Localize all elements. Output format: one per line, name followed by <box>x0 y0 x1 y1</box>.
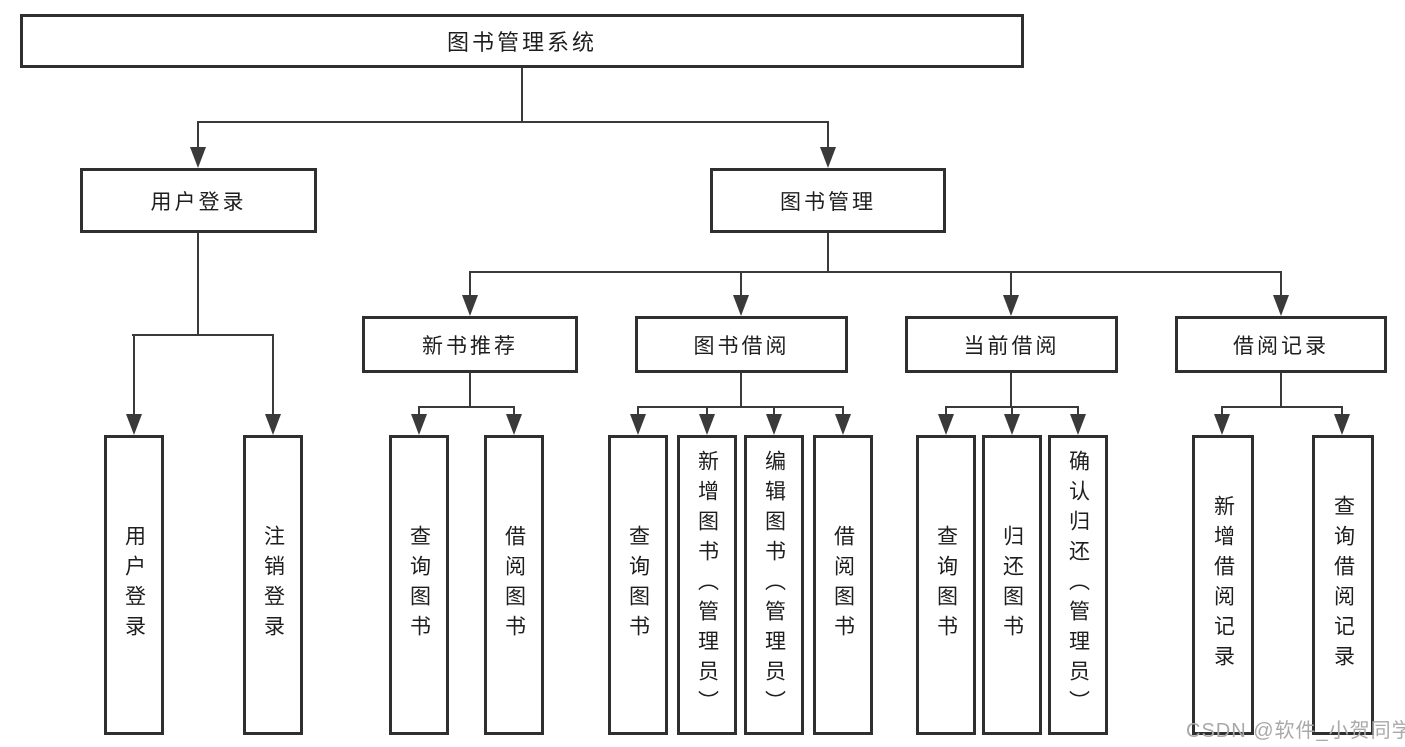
connector-line <box>1010 271 1012 297</box>
node-library-management-system: 图书管理系统 <box>20 14 1024 68</box>
arrow-down-icon <box>835 414 851 435</box>
arrow-down-icon <box>190 147 206 168</box>
arrow-down-icon <box>1004 414 1020 435</box>
connector-line <box>945 406 947 416</box>
connector-line <box>637 406 843 408</box>
connector-line <box>1221 406 1223 416</box>
connector-line <box>521 68 523 121</box>
leaf-records-add-record: 新增借阅记录 <box>1192 435 1254 735</box>
connector-line <box>133 334 135 416</box>
connector-line <box>1221 406 1342 408</box>
connector-line <box>1280 373 1282 408</box>
connector-line <box>469 271 1282 273</box>
leaf-newrec-query-books: 查询图书 <box>389 435 449 735</box>
connector-line <box>418 406 420 416</box>
connector-line <box>469 271 471 297</box>
node-user-login: 用户登录 <box>80 168 317 233</box>
connector-line <box>637 406 639 416</box>
connector-line <box>1010 373 1012 408</box>
connector-line <box>1077 406 1079 416</box>
arrow-down-icon <box>1273 295 1289 316</box>
connector-line <box>1341 406 1343 416</box>
leaf-borrow-query-books: 查询图书 <box>608 435 668 735</box>
node-book-management: 图书管理 <box>710 168 946 233</box>
arrow-down-icon <box>1334 414 1350 435</box>
arrow-down-icon <box>820 147 836 168</box>
node-current-borrowing: 当前借阅 <box>905 316 1118 373</box>
leaf-records-query-record: 查询借阅记录 <box>1312 435 1374 735</box>
leaf-current-confirm-return-admin: 确认归还（管理员） <box>1048 435 1108 735</box>
node-borrowing-records: 借阅记录 <box>1175 316 1387 373</box>
arrow-down-icon <box>506 414 522 435</box>
arrow-down-icon <box>766 414 782 435</box>
leaf-borrow-add-books-admin: 新增图书（管理员） <box>677 435 737 735</box>
leaf-newrec-borrow-books: 借阅图书 <box>484 435 544 735</box>
connector-line <box>740 271 742 297</box>
node-new-book-recommend: 新书推荐 <box>362 316 578 373</box>
arrow-down-icon <box>411 414 427 435</box>
connector-line <box>197 121 829 123</box>
connector-line <box>513 406 515 416</box>
arrow-down-icon <box>265 414 281 435</box>
arrow-down-icon <box>630 414 646 435</box>
connector-line <box>827 233 829 273</box>
leaf-logout-login: 注销登录 <box>243 435 303 735</box>
connector-line <box>418 406 515 408</box>
connector-line <box>1280 271 1282 297</box>
arrow-down-icon <box>938 414 954 435</box>
leaf-user-login: 用户登录 <box>104 435 164 735</box>
arrow-down-icon <box>699 414 715 435</box>
connector-line <box>197 233 199 334</box>
connector-line <box>469 373 471 408</box>
arrow-down-icon <box>1070 414 1086 435</box>
connector-line <box>1011 406 1013 416</box>
connector-line <box>197 121 199 149</box>
connector-line <box>272 334 274 416</box>
leaf-current-query-books: 查询图书 <box>916 435 976 735</box>
leaf-borrow-borrow-books: 借阅图书 <box>813 435 873 735</box>
connector-line <box>740 373 742 408</box>
arrow-down-icon <box>126 414 142 435</box>
connector-line <box>706 406 708 416</box>
connector-line <box>773 406 775 416</box>
connector-line <box>842 406 844 416</box>
connector-line <box>827 121 829 149</box>
node-book-borrowing: 图书借阅 <box>635 316 848 373</box>
connector-line <box>132 334 274 336</box>
arrow-down-icon <box>462 295 478 316</box>
arrow-down-icon <box>733 295 749 316</box>
arrow-down-icon <box>1003 295 1019 316</box>
arrow-down-icon <box>1214 414 1230 435</box>
leaf-borrow-edit-books-admin: 编辑图书（管理员） <box>744 435 804 735</box>
watermark: CSDN @软件_小贺同学 <box>1186 720 1405 742</box>
leaf-current-return-books: 归还图书 <box>982 435 1042 735</box>
